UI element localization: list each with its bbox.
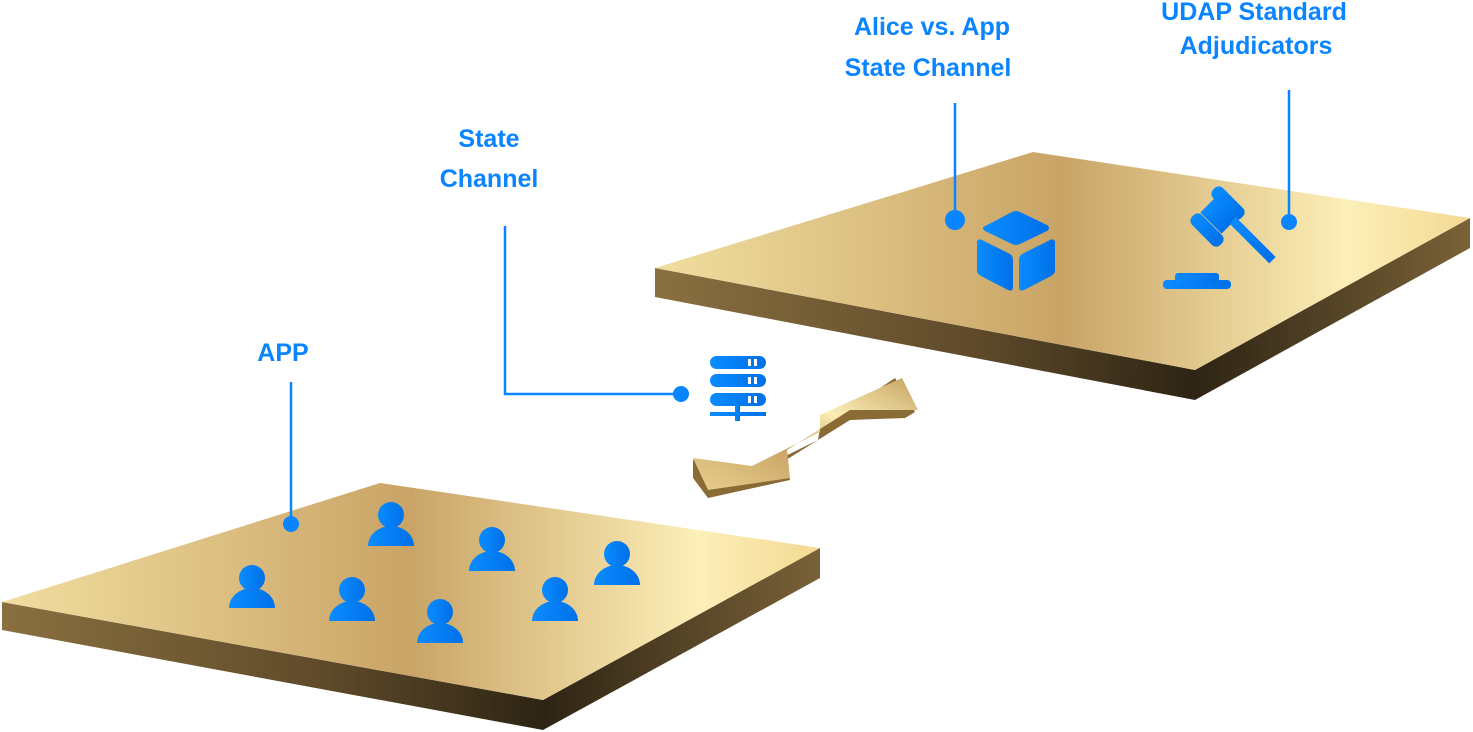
leader-lines	[289, 90, 1291, 522]
label-alice-channel-2: State Channel	[845, 54, 1012, 82]
user-icon	[594, 541, 640, 585]
label-state-channel-1: State	[458, 125, 519, 153]
user-icon	[329, 577, 375, 621]
cube-icon	[977, 211, 1055, 291]
gavel-icon	[1163, 186, 1276, 289]
label-adjudicators-1: UDAP Standard	[1161, 0, 1347, 26]
double-arrow-icon	[693, 378, 918, 498]
user-icon	[469, 527, 515, 571]
users-group	[229, 502, 640, 643]
server-icon	[710, 356, 766, 421]
adjudicator-platform	[655, 152, 1470, 400]
label-adjudicators-2: Adjudicators	[1180, 32, 1333, 60]
user-icon	[368, 502, 414, 546]
user-icon	[229, 565, 275, 608]
label-app: APP	[257, 339, 308, 367]
label-alice-channel-1: Alice vs. App	[854, 13, 1010, 41]
label-state-channel-2: Channel	[440, 165, 539, 193]
leader-dots	[283, 210, 1297, 532]
user-icon	[532, 577, 578, 621]
user-icon	[417, 599, 463, 643]
app-platform	[2, 483, 820, 730]
